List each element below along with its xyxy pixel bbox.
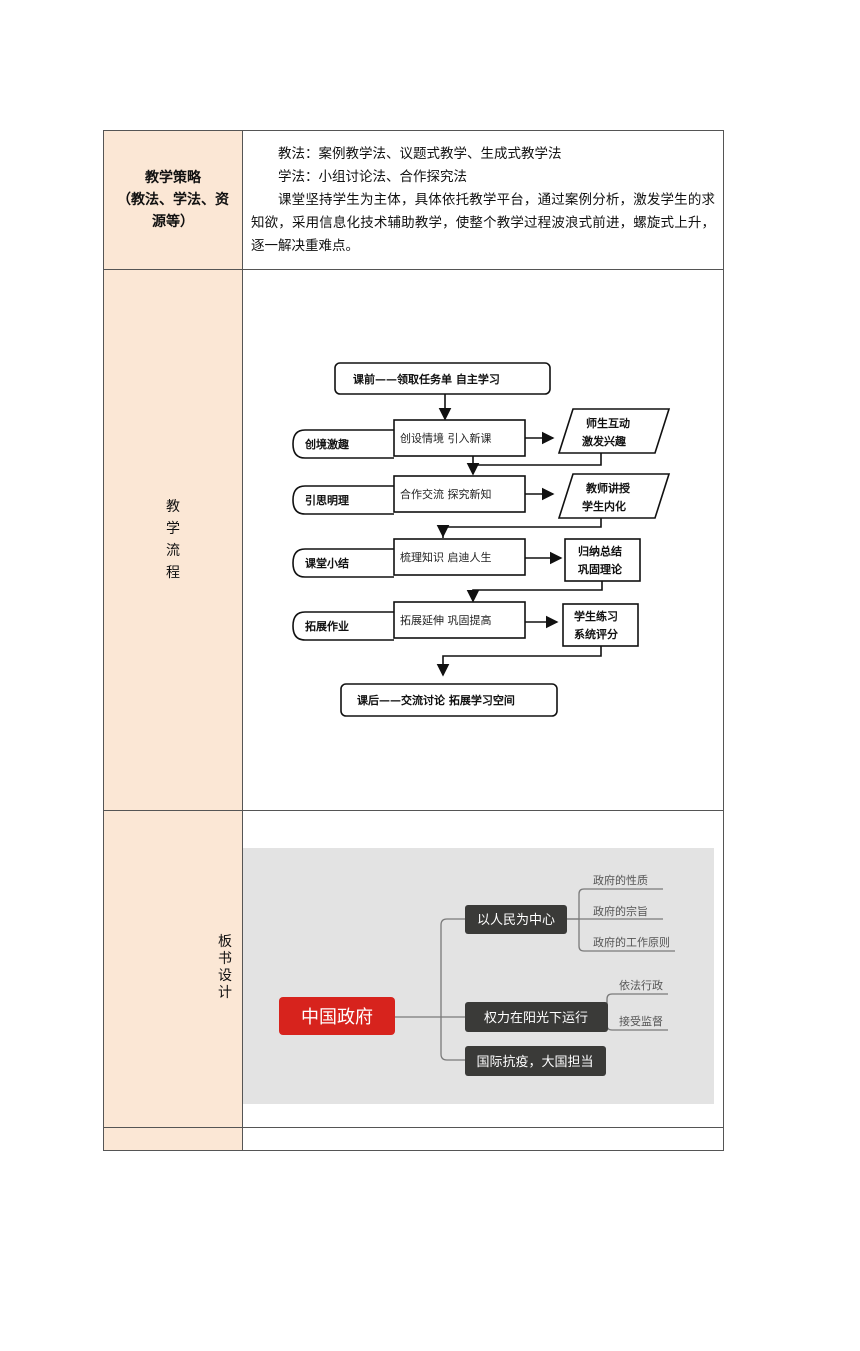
stage-result-line1: 归纳总结 bbox=[578, 544, 622, 558]
flowchart-cell: 课前——领取任务单 自主学习 创境激趣 创设情境 引入新课 师生互动 激发兴趣 … bbox=[242, 269, 724, 811]
strategy-label-cell: 教学策略 （教法、学法、资 源等） bbox=[103, 130, 243, 270]
mind-map-leaf: 政府的工作原则 bbox=[593, 935, 670, 949]
stage-activity: 创设情境 引入新课 bbox=[400, 431, 492, 445]
flow-label: 教 学 流 程 bbox=[165, 496, 181, 584]
mind-map-leaf: 政府的性质 bbox=[593, 873, 648, 887]
mind-map-leaf: 依法行政 bbox=[619, 978, 663, 992]
strategy-label-line2: （教法、学法、资 bbox=[117, 192, 229, 208]
stage-activity: 梳理知识 启迪人生 bbox=[400, 550, 492, 564]
mind-map-branch-text: 国际抗疫，大国担当 bbox=[476, 1054, 593, 1070]
stage-oval bbox=[292, 548, 343, 578]
board-label-char: 板 bbox=[218, 934, 232, 950]
mind-map-leaf: 政府的宗旨 bbox=[593, 904, 648, 918]
stage-activity: 拓展延伸 巩固提高 bbox=[400, 613, 492, 627]
stage-result-line1: 学生练习 bbox=[574, 609, 618, 623]
flow-start-text: 课前——领取任务单 自主学习 bbox=[353, 372, 500, 386]
stage-result-parallelogram bbox=[557, 408, 671, 454]
strategy-label-line1: 教学策略 bbox=[145, 170, 201, 186]
stage-activity-box bbox=[393, 601, 526, 639]
mind-map-branch-node bbox=[465, 1046, 606, 1076]
board-label-cell: 板 书 设 计 bbox=[103, 810, 243, 1128]
stage-result-line2: 激发兴趣 bbox=[582, 434, 627, 448]
stage-oval bbox=[292, 611, 343, 641]
board-design-cell: 中国政府 以人民为中心 权力在阳光下运行 国际抗疫，大国担当 政府的性质 政府的… bbox=[242, 810, 724, 1128]
empty-label-cell bbox=[103, 1127, 243, 1151]
board-label-char: 设 bbox=[218, 968, 232, 984]
stage-name: 创境激趣 bbox=[304, 437, 350, 451]
mind-map-center-text: 中国政府 bbox=[301, 1007, 373, 1028]
stage-result-parallelogram bbox=[557, 473, 671, 519]
stage-name: 课堂小结 bbox=[305, 556, 349, 570]
stage-result-line1: 师生互动 bbox=[586, 416, 630, 430]
stage-result-line2: 学生内化 bbox=[582, 499, 626, 513]
mind-map-branch-text: 以人民为中心 bbox=[477, 913, 555, 928]
flow-label-cell: 教 学 流 程 bbox=[103, 269, 243, 811]
mind-map-center-node bbox=[279, 997, 395, 1035]
stage-activity: 合作交流 探究新知 bbox=[400, 487, 492, 501]
stage-oval bbox=[292, 485, 343, 515]
flow-label-char: 教 bbox=[166, 499, 180, 515]
mind-map-branch-node bbox=[465, 905, 567, 934]
empty-content-cell bbox=[242, 1127, 724, 1151]
board-label-char: 书 bbox=[218, 951, 232, 967]
lesson-plan-table: 教学策略 （教法、学法、资 源等） 教法：案例教学法、议题式教学、生成式教学法 … bbox=[103, 130, 724, 1151]
flowchart: 课前——领取任务单 自主学习 创境激趣 创设情境 引入新课 师生互动 激发兴趣 … bbox=[292, 362, 671, 717]
stage-result-line2: 系统评分 bbox=[574, 627, 618, 641]
strategy-content-cell: 教法：案例教学法、议题式教学、生成式教学法 学法：小组讨论法、合作探究法 课堂坚… bbox=[242, 130, 724, 270]
board-label: 板 书 设 计 bbox=[216, 934, 232, 1002]
stage-name: 引思明理 bbox=[305, 493, 349, 507]
flow-end-box bbox=[340, 683, 558, 717]
strategy-description: 课堂坚持学生为主体，具体依托教学平台，通过案例分析，激发学生的求知欲，采用信息化… bbox=[251, 192, 715, 254]
mind-map-branch-text: 权力在阳光下运行 bbox=[484, 1010, 588, 1026]
stage-result-line2: 巩固理论 bbox=[578, 562, 623, 576]
teach-method-text: 教法：案例教学法、议题式教学、生成式教学法 bbox=[278, 146, 562, 162]
stage-oval bbox=[292, 429, 343, 459]
flow-label-char: 学 bbox=[166, 521, 180, 537]
stage-result-line1: 教师讲授 bbox=[585, 481, 631, 495]
mind-map-leaf: 接受监督 bbox=[619, 1014, 663, 1028]
board-label-char: 计 bbox=[218, 985, 232, 1001]
strategy-label-line3: 源等） bbox=[152, 214, 194, 230]
flow-label-char: 流 bbox=[166, 543, 180, 559]
flow-start-box bbox=[334, 362, 551, 395]
flow-end-text: 课后——交流讨论 拓展学习空间 bbox=[357, 693, 515, 707]
mind-map: 中国政府 以人民为中心 权力在阳光下运行 国际抗疫，大国担当 政府的性质 政府的… bbox=[243, 848, 714, 1104]
flow-label-char: 程 bbox=[166, 565, 180, 581]
stage-name: 拓展作业 bbox=[305, 619, 349, 633]
learn-method-text: 学法：小组讨论法、合作探究法 bbox=[278, 169, 467, 185]
stage-activity-box bbox=[393, 538, 526, 576]
mind-map-branch-node bbox=[465, 1002, 608, 1032]
